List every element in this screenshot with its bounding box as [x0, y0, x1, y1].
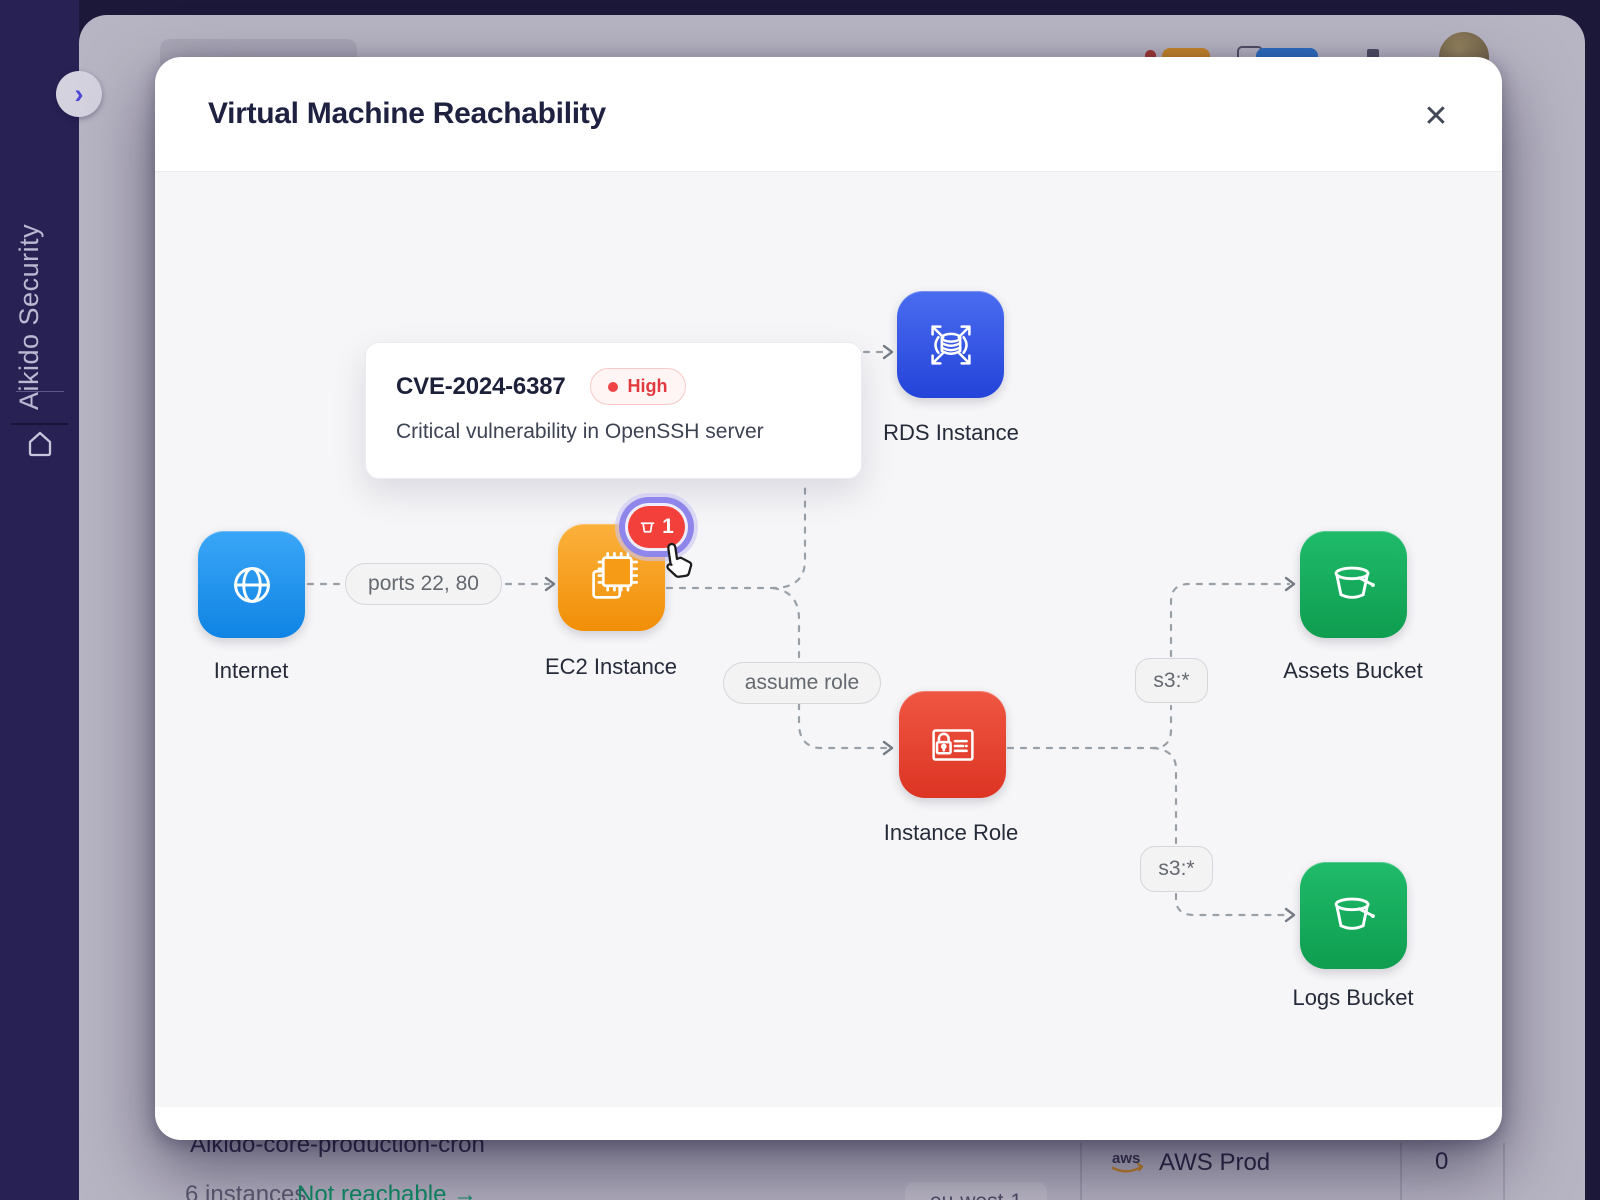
id-card-lock-icon [931, 728, 974, 761]
table-divider [1503, 1143, 1505, 1200]
node-label-rds: RDS Instance [883, 420, 1019, 445]
edge-label-ports: ports 22, 80 [345, 563, 502, 605]
region-badge: eu-west-1 [905, 1182, 1047, 1200]
edge-label-s3-logs: s3:* [1140, 846, 1213, 892]
bucket-icon [1334, 566, 1375, 599]
edge-role-s3-up [1006, 704, 1173, 750]
vulnerability-card-header: CVE-2024-6387 High [396, 368, 831, 405]
node-instance-role[interactable] [899, 691, 1006, 798]
brand-wordmark: Aikido Security [14, 223, 44, 410]
badge-count: 1 [662, 515, 674, 538]
cve-id: CVE-2024-6387 [396, 372, 566, 400]
close-button[interactable]: ✕ [1416, 97, 1456, 137]
node-label-logs: Logs Bucket [1292, 985, 1414, 1010]
node-label-role: Instance Role [883, 820, 1019, 845]
edge-label-s3-assets: s3:* [1135, 658, 1208, 703]
notification-dot-icon [1145, 50, 1156, 61]
severity-badge: High [589, 368, 686, 405]
bucket-badge-icon [640, 521, 655, 533]
arrowhead [1284, 907, 1296, 923]
table-divider [1400, 1143, 1402, 1200]
home-icon[interactable] [24, 428, 56, 460]
node-assets-bucket[interactable] [1300, 531, 1407, 638]
sidebar-divider [16, 391, 64, 392]
modal-header: Virtual Machine Reachability ✕ [155, 57, 1502, 172]
aws-logo-text: aws [1112, 1150, 1140, 1167]
chip-icon [591, 551, 638, 599]
node-label-assets: Assets Bucket [1283, 658, 1423, 683]
sidebar-collapse-toggle[interactable]: › [56, 71, 102, 117]
node-rds[interactable] [897, 291, 1004, 398]
diagram-panel: Internet [155, 172, 1502, 1107]
not-reachable-link[interactable]: Not reachable → [297, 1181, 478, 1200]
chevron-right-icon: › [74, 78, 84, 109]
edge-s3-logs [1174, 892, 1291, 917]
cloud-account-cell: aws AWS Prod [1109, 1148, 1270, 1178]
cloud-account-name: AWS Prod [1159, 1149, 1271, 1176]
sidebar-divider [11, 423, 68, 425]
findings-count: 0 [1435, 1148, 1449, 1175]
edge-label-assume-role: assume role [723, 662, 881, 704]
node-logs-bucket[interactable] [1300, 862, 1407, 969]
vulnerability-card: CVE-2024-6387 High Critical vulnerabilit… [365, 342, 862, 479]
modal-title: Virtual Machine Reachability [208, 97, 606, 130]
menu-icon [1367, 49, 1379, 59]
table-divider [1080, 1143, 1082, 1200]
aws-logo-icon: aws [1111, 1150, 1144, 1173]
cve-description: Critical vulnerability in OpenSSH server [396, 420, 764, 443]
close-icon: ✕ [1423, 99, 1449, 134]
severity-dot-icon [607, 381, 618, 392]
node-internet[interactable] [198, 531, 305, 638]
node-label-ec2: EC2 Instance [544, 654, 678, 679]
bucket-icon [1334, 897, 1375, 930]
arrowhead [1284, 576, 1296, 592]
edge-role-s3-down [1151, 746, 1178, 845]
globe-icon [233, 566, 270, 603]
severity-label: High [627, 376, 668, 396]
arrowhead [544, 576, 556, 592]
edge-s3-assets [1169, 582, 1291, 658]
cursor-pointer-icon [666, 542, 693, 578]
node-label-internet: Internet [213, 658, 289, 683]
arrowhead [882, 344, 894, 360]
arrowhead [882, 740, 894, 756]
instances-count: 6 instances [185, 1181, 307, 1200]
reachability-modal: Virtual Machine Reachability ✕ [155, 57, 1502, 1140]
database-scale-icon [930, 324, 971, 365]
sidebar: Aikido Security [0, 0, 79, 1200]
